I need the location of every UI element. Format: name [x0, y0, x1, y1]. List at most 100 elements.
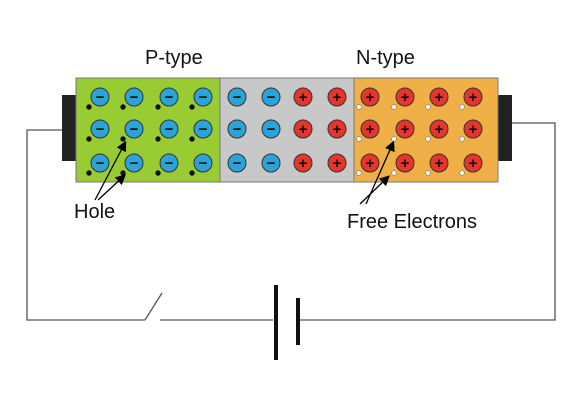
ion-circle: [327, 119, 347, 139]
positive-ion: +: [395, 87, 415, 107]
carrier-dots: [86, 104, 465, 176]
free-electron-dot: [356, 170, 362, 176]
hole-dot: [155, 104, 161, 110]
free-electron-dot: [459, 136, 465, 142]
ion-sign: −: [130, 155, 139, 172]
free-electron-dot: [356, 136, 362, 142]
ion-circle: [124, 119, 144, 139]
ion-sign: −: [199, 89, 208, 106]
ion-circle: [193, 153, 213, 173]
ion-circle: [90, 87, 110, 107]
hole-arrow-lower: [97, 174, 126, 201]
ion-sign: +: [299, 155, 308, 172]
right-electrode: [498, 95, 512, 161]
wire-left: [26, 129, 145, 321]
positive-ion: +: [360, 153, 380, 173]
ion-circle: [293, 153, 313, 173]
ion-circle: [463, 153, 483, 173]
ion-circle: [293, 87, 313, 107]
positive-ion: +: [360, 119, 380, 139]
ion-sign: −: [165, 89, 174, 106]
negative-ion: −: [261, 153, 281, 173]
ion-sign: +: [469, 121, 478, 138]
hole-dot: [189, 136, 195, 142]
ion-circle: [124, 87, 144, 107]
positive-ion: +: [395, 119, 415, 139]
hole-dot: [155, 170, 161, 176]
ion-circle: [227, 87, 247, 107]
ion-sign: +: [366, 155, 375, 172]
positive-ion: +: [293, 153, 313, 173]
negative-ion: −: [159, 87, 179, 107]
ion-sign: +: [401, 89, 410, 106]
free-electron-dot: [391, 136, 397, 142]
free-electron-dot: [425, 136, 431, 142]
ion-circle: [159, 153, 179, 173]
negative-ion: −: [90, 153, 110, 173]
negative-ion: −: [227, 119, 247, 139]
hole-dot: [189, 170, 195, 176]
negative-ion: −: [227, 153, 247, 173]
ion-sign: −: [165, 155, 174, 172]
ion-circle: [429, 87, 449, 107]
circuit-wires: [26, 122, 556, 321]
positive-ion: +: [429, 119, 449, 139]
hole-dot: [120, 170, 126, 176]
ion-circle: [227, 119, 247, 139]
ion-sign: +: [299, 121, 308, 138]
p-type-label: P-type: [145, 47, 203, 69]
ion-sign: −: [267, 121, 276, 138]
ion-sign: +: [401, 155, 410, 172]
ion-circle: [90, 119, 110, 139]
ion-circle: [360, 87, 380, 107]
wire-right: [300, 122, 556, 321]
ion-sign: +: [333, 89, 342, 106]
ion-circle: [261, 119, 281, 139]
hole-dot: [155, 136, 161, 142]
positive-ion: +: [327, 119, 347, 139]
ion-circle: [429, 119, 449, 139]
ion-circle: [360, 153, 380, 173]
positive-ion: +: [360, 87, 380, 107]
positive-ion: +: [293, 119, 313, 139]
negative-ion: −: [124, 119, 144, 139]
free-electrons-label: Free Electrons: [347, 211, 477, 233]
negative-ion: −: [193, 153, 213, 173]
ion-sign: −: [165, 121, 174, 138]
switch-lever: [144, 292, 163, 321]
ion-sign: +: [333, 155, 342, 172]
hole-dot: [120, 136, 126, 142]
negative-ion: −: [90, 119, 110, 139]
negative-ion: −: [193, 119, 213, 139]
free-electron-dot: [391, 104, 397, 110]
n-type-label: N-type: [356, 47, 415, 69]
negative-ion: −: [193, 87, 213, 107]
free-electron-dot: [391, 170, 397, 176]
ion-circle: [395, 153, 415, 173]
ion-sign: −: [233, 121, 242, 138]
ion-circle: [261, 87, 281, 107]
negative-ion: −: [159, 153, 179, 173]
ion-sign: −: [96, 155, 105, 172]
ion-sign: +: [366, 121, 375, 138]
negative-ion: −: [90, 87, 110, 107]
negative-ion: −: [261, 87, 281, 107]
ion-circle: [193, 87, 213, 107]
ion-sign: −: [233, 155, 242, 172]
free-electron-dot: [425, 104, 431, 110]
ion-sign: −: [130, 89, 139, 106]
ion-sign: −: [96, 89, 105, 106]
ion-circle: [90, 153, 110, 173]
ion-sign: −: [199, 155, 208, 172]
negative-ion: −: [124, 87, 144, 107]
free-electron-dot: [356, 104, 362, 110]
ion-circle: [124, 153, 144, 173]
ion-circle: [293, 119, 313, 139]
ion-sign: −: [96, 121, 105, 138]
ion-circle: [327, 87, 347, 107]
ion-sign: +: [366, 89, 375, 106]
hole-dot: [86, 136, 92, 142]
ion-circle: [463, 119, 483, 139]
ion-circle: [395, 87, 415, 107]
negative-ion: −: [124, 153, 144, 173]
